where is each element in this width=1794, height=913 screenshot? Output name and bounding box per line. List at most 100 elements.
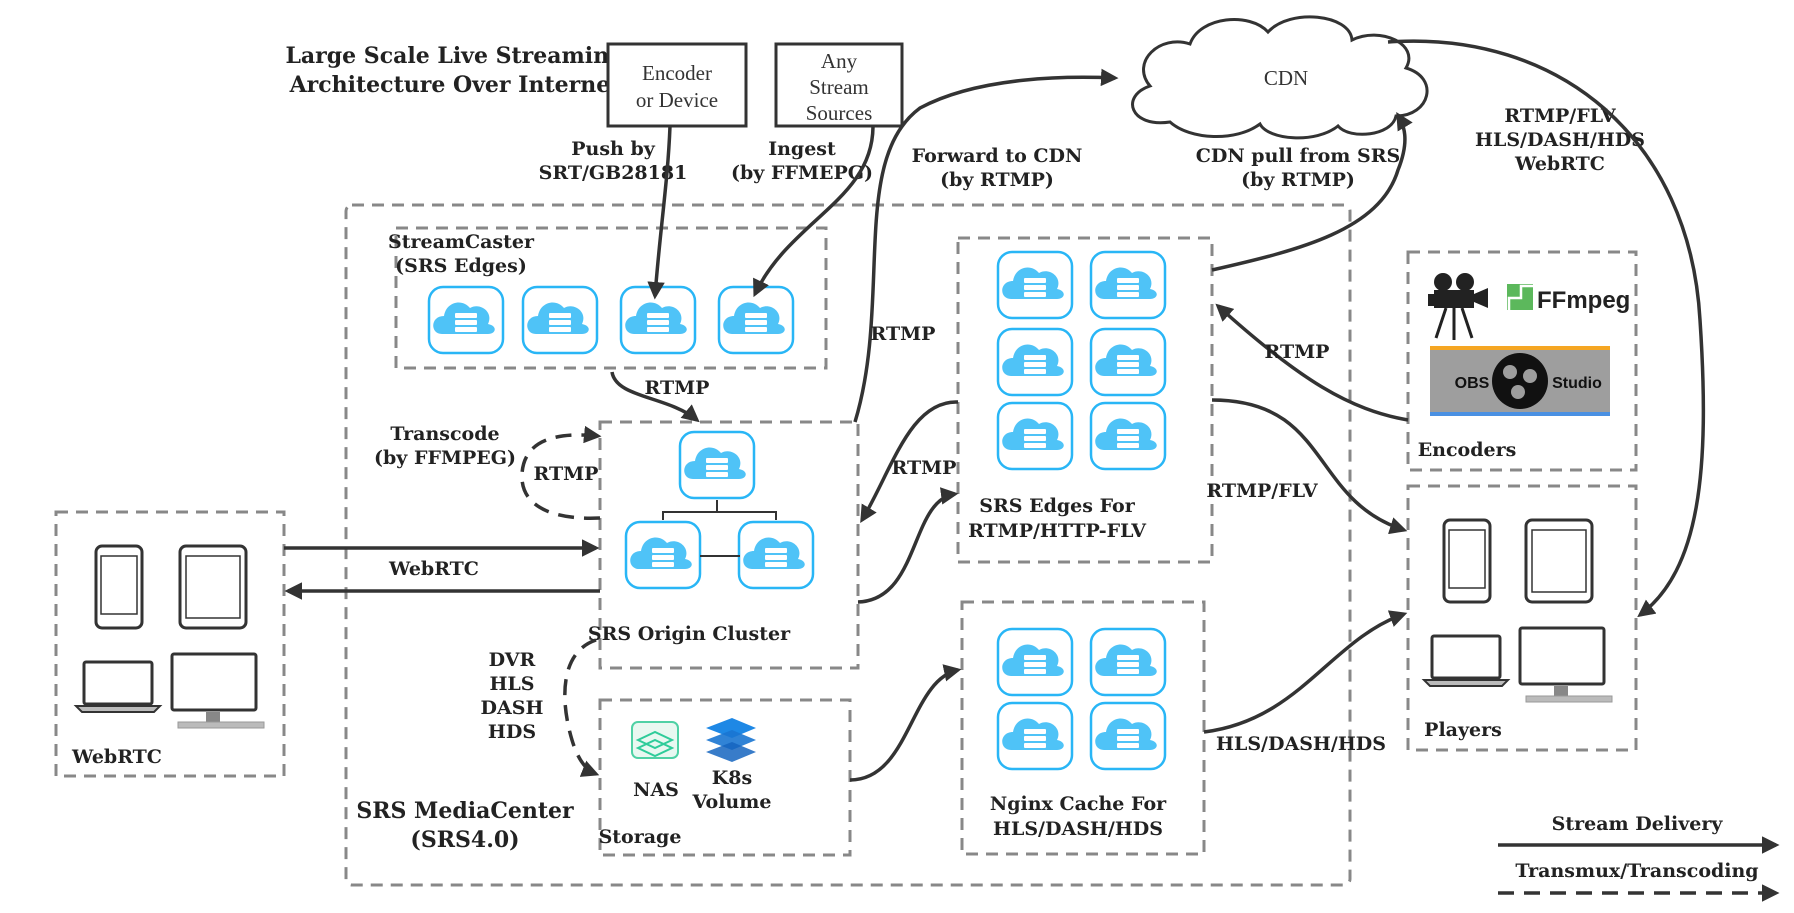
push-label-line2: SRT/GB28181 (539, 162, 688, 184)
cdn-pull-label-line2: (by RTMP) (1241, 169, 1355, 191)
ingest-label-line2: (by FFMEPG) (731, 162, 873, 184)
streamcaster-server-icon (427, 285, 505, 355)
streamcaster-line2: (SRS Edges) (395, 255, 527, 277)
tablet-icon (178, 544, 248, 630)
webrtc-link-label: WebRTC (388, 558, 479, 580)
ffmpeg-logo: FFmpeg (1507, 284, 1630, 314)
webrtc-box-label: WebRTC (71, 746, 162, 768)
tablet-icon (1524, 518, 1594, 604)
transcode-label-line2: (by FFMPEG) (374, 447, 516, 469)
edges-to-players-arrow (1211, 398, 1408, 535)
push-label-line1: Push by (571, 138, 656, 160)
rtmp-up-label: RTMP (871, 323, 936, 345)
origin-server-icon (624, 520, 702, 590)
edge-server-icon (1089, 401, 1167, 471)
k8s-label-line1: K8s (712, 767, 752, 789)
edges-to-origin-arrow (860, 400, 959, 524)
edge-server-icon (996, 401, 1074, 471)
srs-edges-box: SRS Edges For RTMP/HTTP-FLV (956, 236, 1214, 564)
obs-studio-logo: OBS Studio (1430, 346, 1610, 416)
hls-dash-hds-label: HLS/DASH/HDS (1216, 733, 1386, 755)
mediacenter-line1: SRS MediaCenter (356, 798, 574, 824)
phone-icon (94, 544, 144, 630)
any-line3: Sources (806, 101, 873, 125)
origin-cluster-box: SRS Origin Cluster (588, 420, 860, 670)
rtmp-flv-label: RTMP/FLV (1206, 480, 1318, 502)
nginx-server-icon (1089, 701, 1167, 771)
nginx-server-icon (996, 701, 1074, 771)
edges-label-line2: RTMP/HTTP-FLV (968, 520, 1147, 542)
storage-to-nginx-arrow (849, 664, 962, 782)
desktop-monitor-icon (170, 652, 265, 729)
k8s-volume-icon (706, 718, 756, 762)
rtmp-encoders-label: RTMP (1265, 341, 1330, 363)
ffmpeg-wordmark: FFmpeg (1537, 287, 1630, 314)
diagram-title-line1: Large Scale Live Streaming (285, 43, 624, 69)
storage-title: Storage (599, 826, 682, 848)
legend-transmux-label: Transmux/Transcoding (1515, 860, 1758, 882)
transcode-label-line1: Transcode (390, 423, 499, 445)
streamcaster-box: StreamCaster (SRS Edges) (388, 226, 828, 370)
origin-server-icon (737, 520, 815, 590)
obs-left-text: OBS (1455, 375, 1490, 392)
cdn-out-label-line2: HLS/DASH/HDS (1475, 129, 1645, 151)
phone-icon (1442, 518, 1492, 604)
dvr-arrow (563, 638, 600, 777)
dvr-label-2: HLS (489, 673, 534, 695)
webrtc-client-box: WebRTC (54, 510, 286, 778)
streamcaster-to-origin-arrow (610, 371, 700, 423)
cdn-cloud: CDN (1131, 15, 1429, 140)
laptop-icon (73, 660, 163, 713)
nas-label: NAS (633, 779, 679, 801)
cdn-pull-label-line1: CDN pull from SRS (1196, 145, 1401, 167)
edge-server-icon (996, 250, 1074, 320)
players-box: Players (1406, 484, 1638, 752)
laptop-icon (1421, 634, 1511, 687)
edge-server-icon (1089, 250, 1167, 320)
nginx-to-players-arrow (1203, 610, 1408, 734)
cdn-out-label-line3: WebRTC (1514, 153, 1605, 175)
edge-server-icon (996, 327, 1074, 397)
encoders-to-edges-arrow (1215, 303, 1409, 422)
diagram-title-line2: Architecture Over Internet (289, 72, 622, 98)
nas-icon (631, 721, 679, 759)
nginx-cache-box: Nginx Cache For HLS/DASH/HDS (960, 600, 1206, 856)
ingest-arrow (753, 125, 875, 298)
storage-box: NAS K8s Volume Storage (598, 698, 852, 857)
any-line2: Stream (809, 75, 868, 99)
legend: Stream Delivery Transmux/Transcoding (1498, 813, 1780, 902)
any-line1: Any (821, 49, 858, 73)
cdn-label: CDN (1264, 66, 1308, 90)
ingest-label-line1: Ingest (768, 138, 836, 160)
streamcaster-server-icon (521, 285, 599, 355)
origin-label: SRS Origin Cluster (588, 623, 791, 645)
origin-server-icon (678, 430, 756, 500)
dvr-label-3: DASH (481, 697, 544, 719)
encoders-title: Encoders (1418, 439, 1517, 461)
push-arrow (647, 125, 672, 300)
nginx-label-line1: Nginx Cache For (990, 793, 1167, 815)
legend-delivery-label: Stream Delivery (1552, 813, 1724, 835)
nginx-server-icon (996, 627, 1074, 697)
rtmp-edges-back-label: RTMP (892, 457, 957, 479)
encoders-box: FFmpeg OBS Studio Encoders (1406, 250, 1638, 472)
encoder-line1: Encoder (642, 61, 712, 85)
movie-camera-icon (1428, 273, 1488, 340)
cdn-pull-arrow (1211, 111, 1413, 272)
rtmp-loop-label: RTMP (534, 463, 599, 485)
any-stream-sources-box: Any Stream Sources (774, 42, 904, 128)
dvr-label-1: DVR (489, 649, 536, 671)
k8s-label-line2: Volume (692, 791, 772, 813)
streamcaster-line1: StreamCaster (388, 231, 535, 253)
dvr-label-4: HDS (488, 721, 536, 743)
streamcaster-server-icon (717, 285, 795, 355)
obs-right-text: Studio (1552, 375, 1602, 392)
cdn-to-players-arrow (1387, 39, 1706, 618)
edges-label-line1: SRS Edges For (979, 495, 1135, 517)
nginx-label-line2: HLS/DASH/HDS (993, 818, 1163, 840)
nginx-server-icon (1089, 627, 1167, 697)
encoder-line2: or Device (636, 88, 718, 112)
mediacenter-line2: (SRS4.0) (410, 827, 519, 853)
